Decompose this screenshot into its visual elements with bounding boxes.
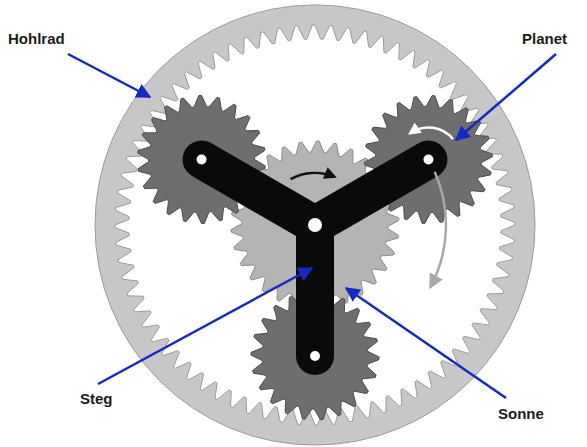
leader-line [456,54,556,140]
planet-pin [310,351,320,361]
leader-line [68,54,150,97]
carrier-rotation-arrow [431,172,446,287]
part-label: Sonne [498,405,544,423]
leader-line [98,268,312,384]
leader-lines [68,54,556,398]
part-label: Planet [522,30,567,48]
rotation-arrows [291,128,453,287]
planet-gears [138,96,493,420]
carrier-arm-bar [296,225,334,356]
leader-line [346,288,506,398]
planet-pin [197,155,207,165]
ring-gear [95,5,535,445]
part-label: Steg [80,390,113,408]
planet-rotation-arrow [410,128,453,139]
sun-rotation-arrow [291,173,335,179]
carrier-arm-bar [315,160,428,226]
carrier-arm-bar [202,160,315,226]
planet-pin [423,155,433,165]
ring-gear-body [95,5,535,445]
center-axle [308,218,322,232]
part-label: Hohlrad [8,30,65,48]
carrier-arm [197,155,434,362]
